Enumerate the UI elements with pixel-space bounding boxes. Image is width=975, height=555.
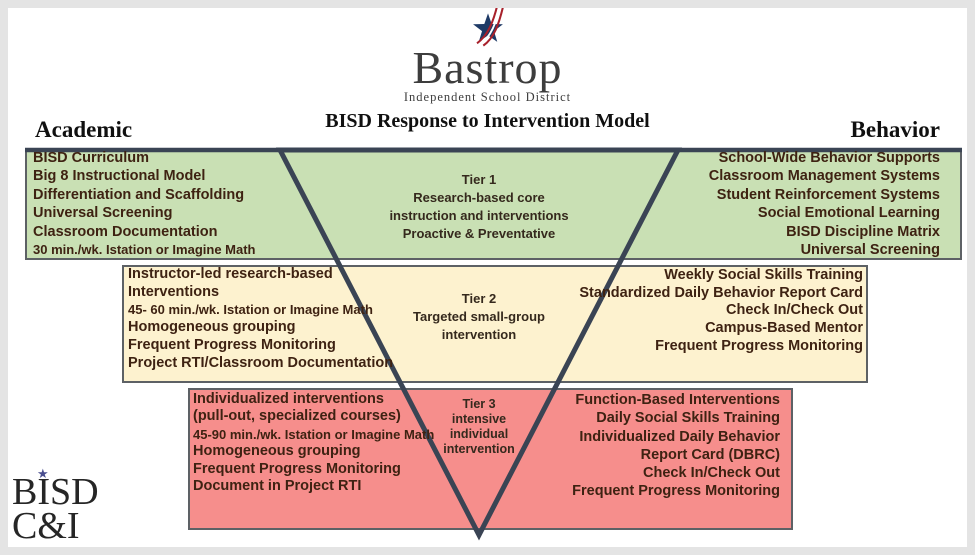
- tier1-academic-list: BISD Curriculum Big 8 Instructional Mode…: [33, 149, 256, 259]
- list-line: Project RTI/Classroom Documentation: [128, 354, 394, 371]
- list-line: BISD Discipline Matrix: [786, 223, 940, 240]
- tier-label-line: intervention: [441, 327, 517, 342]
- tier2-label: Tier 2 Targeted small-group intervention: [379, 290, 579, 344]
- list-line: Classroom Documentation: [33, 223, 218, 240]
- ci-text: C&I: [12, 505, 80, 547]
- tier-label-line: Tier 2: [461, 291, 497, 306]
- list-line: Classroom Management Systems: [708, 168, 940, 185]
- list-line: Report Card (DBRC): [640, 446, 780, 463]
- list-line: Frequent Progress Monitoring: [655, 337, 863, 354]
- tier3-academic-list: Individualized interventions (pull-out, …: [193, 391, 434, 495]
- list-line: BISD Curriculum: [33, 150, 150, 166]
- bastrop-subtitle: Independent School District: [403, 90, 572, 104]
- academic-column-header: Academic: [35, 117, 133, 142]
- tier1-label: Tier 1 Research-based core instruction a…: [379, 171, 579, 243]
- list-line: Homogeneous grouping: [193, 443, 361, 460]
- tier2-academic-list: Instructor-led research-based Interventi…: [128, 266, 393, 372]
- list-line: 45- 60 min./wk. Istation or Imagine Math: [128, 302, 373, 318]
- tier-label-line: instruction and interventions: [389, 208, 569, 223]
- list-line: Frequent Progress Monitoring: [193, 460, 401, 477]
- tier2-behavior-list: Weekly Social Skills Training Standardiz…: [579, 267, 863, 356]
- bastrop-wordmark: Bastrop: [412, 42, 563, 93]
- list-line: Universal Screening: [800, 242, 940, 259]
- behavior-column-header: Behavior: [850, 117, 940, 142]
- list-line: Check In/Check Out: [726, 302, 863, 319]
- tier1-behavior-list: School-Wide Behavior Supports Classroom …: [709, 149, 940, 259]
- list-line: School-Wide Behavior Supports: [718, 150, 940, 166]
- list-line: Standardized Daily Behavior Report Card: [579, 284, 863, 301]
- list-line: Document in Project RTI: [193, 478, 362, 495]
- list-line: Student Reinforcement Systems: [716, 186, 940, 203]
- bisd-ci-logo: BISD ★ C&I: [12, 468, 99, 547]
- list-line: Function-Based Interventions: [575, 392, 780, 408]
- bisd-ci-wordmark: BISD ★: [12, 468, 99, 511]
- list-line: Daily Social Skills Training: [596, 410, 780, 427]
- tier-label-line: Targeted small-group: [413, 309, 545, 324]
- tier-label-line: individual: [449, 427, 509, 441]
- tier-label-line: Tier 1: [461, 172, 497, 187]
- list-line: Frequent Progress Monitoring: [572, 483, 780, 500]
- page-title: BISD Response to Intervention Model: [325, 110, 650, 132]
- bisd-ci-star-icon: ★: [37, 467, 49, 482]
- list-line: Universal Screening: [33, 205, 173, 222]
- list-line: Weekly Social Skills Training: [664, 267, 863, 283]
- list-line: (pull-out, specialized courses): [193, 408, 401, 425]
- list-line: Instructor-led research-based: [128, 266, 333, 282]
- list-line: Campus-Based Mentor: [705, 320, 863, 337]
- tier-label-line: intervention: [443, 442, 515, 456]
- list-line: Social Emotional Learning: [757, 205, 940, 222]
- list-line: 45-90 min./wk. Istation or Imagine Math: [193, 426, 435, 442]
- bastrop-star-icon: [472, 4, 504, 47]
- list-line: Big 8 Instructional Model: [33, 168, 206, 185]
- tier3-label: Tier 3 intensive individual intervention: [404, 397, 554, 457]
- list-line: 30 min./wk. Istation or Imagine Math: [33, 242, 256, 258]
- list-line: Differentiation and Scaffolding: [33, 186, 245, 203]
- bisd-text: BISD: [12, 471, 99, 513]
- list-line: Interventions: [128, 283, 220, 300]
- tier3-behavior-list: Function-Based Interventions Daily Socia…: [572, 391, 780, 501]
- tier-label-line: Proactive & Preventative: [402, 226, 556, 241]
- bastrop-logo: Bastrop Independent School District: [0, 4, 975, 105]
- list-line: Individualized Daily Behavior: [579, 428, 780, 445]
- tier-label-line: Research-based core: [413, 190, 545, 205]
- list-line: Homogeneous grouping: [128, 319, 296, 336]
- list-line: Individualized interventions: [193, 391, 384, 407]
- list-line: Frequent Progress Monitoring: [128, 336, 336, 353]
- tier-label-line: Tier 3: [462, 397, 496, 411]
- tier-label-line: intensive: [451, 412, 507, 426]
- list-line: Check In/Check Out: [643, 465, 780, 482]
